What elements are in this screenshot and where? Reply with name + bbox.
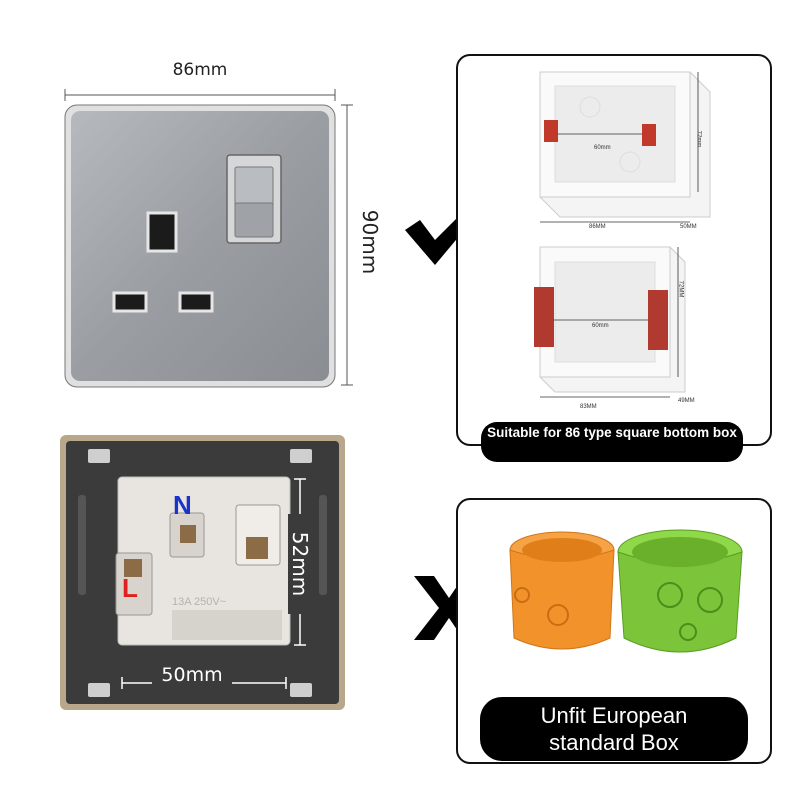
box1-label-side: 72mm xyxy=(695,130,702,148)
live-label: L xyxy=(122,573,138,603)
back-width-label: 50mm xyxy=(152,664,232,686)
box1-label-top: 60mm xyxy=(594,145,611,151)
box2-label-top: 60mm xyxy=(592,323,609,329)
rating-text: 13A 250V~ xyxy=(172,596,227,608)
front-height-label: 90mm xyxy=(358,209,382,275)
back-height-label: 52mm xyxy=(288,514,312,614)
incompatible-caption-line1: Unfit European xyxy=(540,703,688,728)
square-box-illustration-1 xyxy=(539,71,711,223)
box1-label-bottom: 86MM xyxy=(589,224,606,230)
back-socket-illustration xyxy=(60,435,345,710)
incompatible-caption: Unfit European standard Box xyxy=(480,697,748,761)
round-box-illustration xyxy=(509,529,743,653)
box2-label-side: 72MM xyxy=(677,280,684,298)
front-socket-illustration xyxy=(64,89,353,388)
box2-label-bottom: 83MM xyxy=(580,404,597,410)
compatible-caption: Suitable for 86 type square bottom box xyxy=(481,422,743,462)
box2-label-depth: 49MM xyxy=(678,398,695,404)
incompatible-caption-line2: standard Box xyxy=(549,730,679,755)
front-width-label: 86mm xyxy=(172,60,228,80)
box1-label-depth: 50MM xyxy=(680,224,697,230)
square-box-illustration-2 xyxy=(534,246,686,398)
neutral-label: N xyxy=(173,490,192,520)
